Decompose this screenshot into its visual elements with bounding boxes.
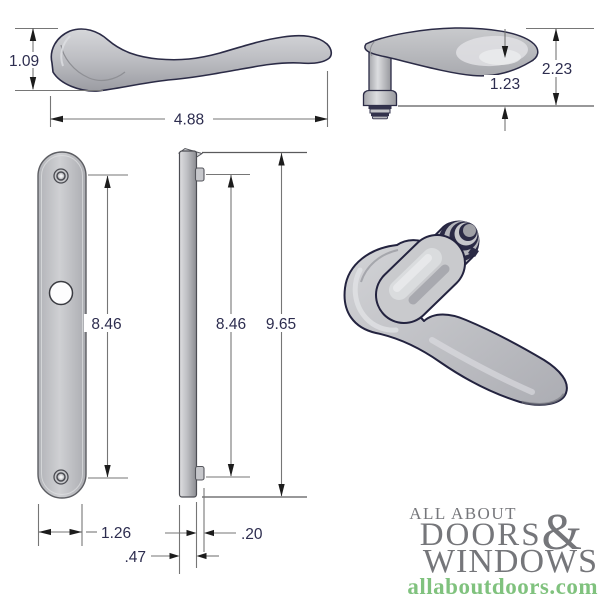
- lever-end-cap-contour: [369, 40, 376, 57]
- dim-handle-clearance: 1.23: [484, 29, 527, 131]
- arrow-down-icon: [29, 77, 37, 90]
- company-logo: ALL ABOUT DOORS& WINDOWS allaboutdoors.c…: [407, 504, 598, 599]
- handle-3d-grip-highlight: [352, 267, 399, 333]
- handle-3d-view: [343, 220, 568, 406]
- arrow-left-icon: [38, 528, 51, 536]
- arrow-up-icon: [552, 28, 560, 41]
- dim-label-plate-width: 1.26: [101, 525, 131, 542]
- dim-label-boss-depth: .20: [241, 526, 263, 543]
- dim-label-plate-thickness: .47: [124, 549, 146, 566]
- dim-handle-total-height: 2.23: [398, 27, 594, 107]
- spindle-catch-tab: [468, 247, 479, 257]
- logo-doors-line: DOORS&: [420, 507, 582, 559]
- arrow-up-icon: [29, 28, 37, 41]
- spindle-ring: [369, 108, 391, 114]
- dim-side-hole-spacing: 8.46: [206, 173, 254, 478]
- dim-lever-height: 1.09: [8, 27, 103, 92]
- backplate-side-body: [178, 150, 198, 498]
- dim-plate-hole-spacing: 8.46: [84, 174, 130, 479]
- arrow-down-icon: [104, 465, 111, 478]
- label-mask: [534, 60, 579, 77]
- stem-3d-highlight-core: [393, 254, 432, 292]
- arrow-up-icon: [501, 106, 509, 119]
- label-mask: [484, 75, 527, 91]
- arrow-down-icon: [552, 93, 560, 106]
- arrow-right-icon: [69, 528, 82, 536]
- screw-boss-bottom: [194, 465, 205, 481]
- stem-3d-shade: [408, 264, 450, 305]
- handle-3d-neck-contour: [360, 249, 399, 283]
- backplate-body: [37, 151, 87, 499]
- arrow-right-icon: [315, 115, 328, 123]
- handle-3d-blade-highlight: [429, 337, 535, 395]
- backplate-front-view: [37, 151, 87, 499]
- arrow-left-icon: [204, 529, 214, 537]
- dim-label-lever-length: 4.88: [174, 112, 204, 129]
- arrow-left-icon: [196, 552, 207, 560]
- arrow-down-icon: [227, 464, 235, 477]
- spindle-hole: [48, 280, 74, 306]
- dim-label-lever-height: 1.09: [9, 53, 39, 70]
- logo-doors: DOORS: [419, 517, 542, 553]
- dim-boss-depth: .20: [165, 488, 263, 568]
- arrow-right-icon: [186, 529, 197, 537]
- arrow-left-icon: [50, 115, 63, 123]
- backplate-side-view: [177, 147, 205, 498]
- logo-windows: WINDOWS: [422, 543, 598, 580]
- label-mask: [208, 314, 254, 332]
- screw-hole-top-ring: [56, 171, 66, 181]
- lever-profile-highlight: [60, 35, 71, 67]
- dim-side-total-height: 9.65: [202, 151, 307, 498]
- dim-plate-width: 1.26: [37, 504, 131, 546]
- spindle-ring: [371, 113, 389, 117]
- lever-profile-contour: [60, 44, 126, 82]
- label-mask: [258, 314, 305, 332]
- dim-label-handle-total-height: 2.23: [542, 61, 572, 78]
- dim-label-handle-clearance: 1.23: [490, 76, 520, 93]
- label-mask: [165, 110, 213, 127]
- label-mask: [84, 314, 130, 332]
- arrow-right-icon: [169, 552, 180, 560]
- logo-all-about: ALL ABOUT: [409, 504, 517, 523]
- arrow-down-icon: [501, 46, 509, 58]
- spindle-ring-3d: [463, 224, 476, 237]
- handle-3d-tip-shadow: [521, 393, 566, 406]
- arrow-up-icon: [278, 153, 285, 166]
- dim-lever-length: 4.88: [49, 71, 329, 129]
- lever-end-highlight: [479, 49, 521, 65]
- label-mask: [8, 52, 45, 68]
- screw-hole-bottom-ring: [56, 472, 66, 482]
- lever-profile-view: [50, 28, 333, 92]
- arrow-down-icon: [278, 484, 285, 497]
- dim-label-plate-hole-spacing: 8.46: [91, 316, 121, 333]
- logo-ampersand: &: [541, 504, 582, 561]
- backplate-inner-highlight: [41, 155, 83, 495]
- logo-website-url: allaboutdoors.com: [407, 574, 598, 599]
- arrow-up-icon: [104, 175, 111, 188]
- spindle-ring: [368, 105, 392, 109]
- dim-label-side-total-height: 9.65: [266, 316, 296, 333]
- lever-profile-outline: [50, 28, 333, 92]
- stem-collar: [362, 89, 398, 107]
- screw-hole-bottom-center: [59, 475, 63, 479]
- dim-label-side-hole-spacing: 8.46: [216, 316, 246, 333]
- dim-plate-thickness: .47: [124, 505, 219, 574]
- screw-boss-top: [194, 167, 205, 182]
- screw-hole-top-center: [59, 174, 63, 178]
- spindle-ring: [372, 115, 388, 120]
- arrow-up-icon: [227, 175, 235, 188]
- lever-end-view: [362, 27, 539, 120]
